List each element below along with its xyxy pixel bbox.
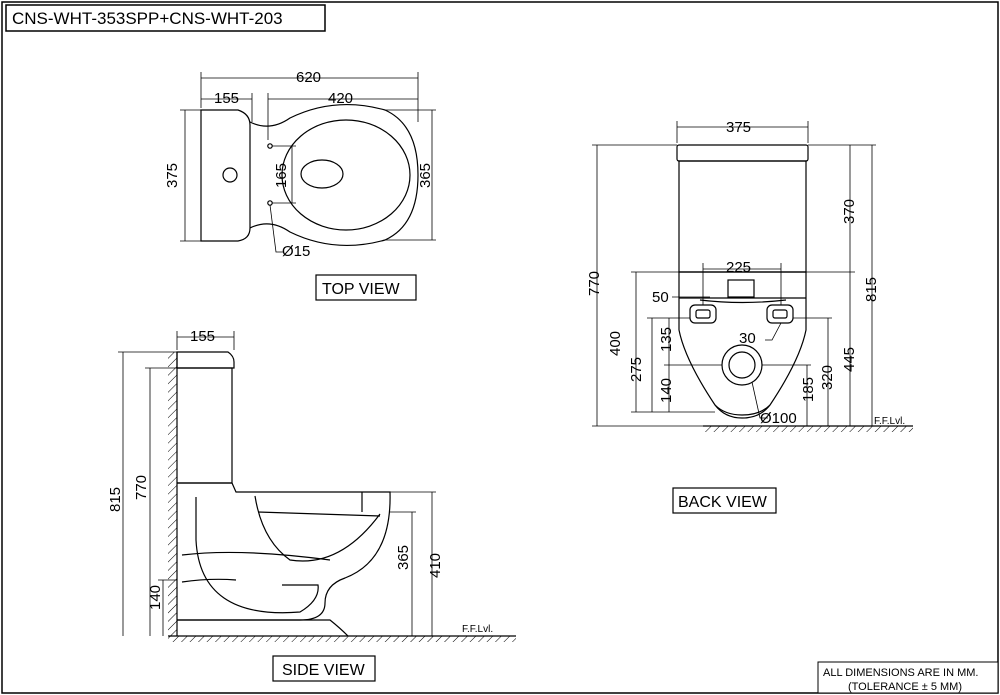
side-tank-lid	[176, 351, 235, 369]
dim-back-height-275: 275	[628, 357, 645, 382]
back-outlet-inner	[728, 351, 756, 379]
back-bowl-body	[678, 271, 807, 416]
note-line-2: (TOLERANCE ± 5 MM)	[848, 681, 962, 693]
side-bowl-body	[177, 482, 391, 621]
back-outlet-outer	[721, 344, 763, 386]
dim-back-slot-width: 50	[652, 289, 669, 306]
dim-side-overall-height: 815	[107, 487, 124, 512]
caption-back-view: BACK VIEW	[678, 494, 768, 511]
top-flush-button	[222, 167, 238, 183]
dimension-note: ALL DIMENSIONS ARE IN MM. (TOLERANCE ± 5…	[817, 661, 999, 694]
dim-top-bolt-spacing: 165	[273, 163, 290, 188]
back-view	[676, 144, 809, 419]
back-center-notch	[727, 279, 755, 298]
dim-back-tank-top-height: 770	[586, 271, 603, 296]
top-view-caption: TOP VIEW	[315, 274, 417, 301]
dim-top-bowl-width: 365	[417, 163, 434, 188]
back-floor	[703, 425, 913, 432]
dim-back-tank-width: 375	[726, 119, 751, 136]
side-view-dimensions	[118, 331, 436, 636]
dim-back-slot-size: 30	[739, 330, 756, 347]
side-base	[177, 619, 349, 637]
dim-back-overall-height: 815	[863, 277, 880, 302]
side-tank-body	[177, 367, 233, 484]
side-bowl-inner	[254, 495, 381, 562]
title-block: CNS-WHT-353SPP+CNS-WHT-203	[5, 4, 326, 32]
back-right-slot	[766, 304, 794, 324]
side-wall	[168, 352, 178, 637]
dim-side-outlet-height: 140	[147, 585, 164, 610]
top-view-dimensions	[180, 72, 436, 253]
top-tank-outline	[200, 109, 251, 242]
top-bolt-hole-lower	[267, 200, 273, 206]
side-floor	[168, 635, 516, 642]
side-view-labels: 155 815 770 140 365 410 F.F.Lvl.	[107, 328, 493, 635]
dim-side-tank-depth: 155	[190, 328, 215, 345]
dim-back-height-400: 400	[607, 331, 624, 356]
note-line-1: ALL DIMENSIONS ARE IN MM.	[823, 667, 978, 679]
side-view-caption: SIDE VIEW	[272, 655, 376, 682]
drawing-title: CNS-WHT-353SPP+CNS-WHT-203	[12, 9, 283, 28]
dim-top-bowl-length: 420	[328, 90, 353, 107]
back-view-dimensions	[592, 121, 876, 427]
back-view-labels: 375 770 370 815 225 50 30 400 135 275 14…	[586, 119, 905, 427]
dim-side-rim-height: 410	[427, 553, 444, 578]
dim-back-height-140: 140	[658, 378, 675, 403]
back-left-slot	[689, 304, 717, 324]
back-tank-lid	[676, 144, 809, 162]
top-seat-ring	[281, 119, 411, 231]
dim-back-height-445: 445	[841, 347, 858, 372]
caption-side-view: SIDE VIEW	[282, 662, 366, 679]
dim-top-tank-depth: 155	[214, 90, 239, 107]
top-view-labels: 620 155 420 375 365 165 Ø15	[164, 69, 434, 260]
dim-side-tank-top-height: 770	[133, 475, 150, 500]
caption-top-view: TOP VIEW	[322, 281, 401, 298]
back-view-caption: BACK VIEW	[672, 487, 777, 514]
dim-side-bowl-height: 365	[395, 545, 412, 570]
side-trapway	[195, 497, 319, 614]
top-bowl-outline	[249, 103, 419, 247]
dim-back-outlet-diameter: Ø100	[760, 410, 797, 427]
dim-back-bracket-spacing: 225	[726, 259, 751, 276]
dim-top-bolt-diameter: Ø15	[282, 243, 310, 260]
dim-top-width: 375	[164, 163, 181, 188]
top-view	[200, 103, 419, 247]
dim-back-height-135: 135	[658, 327, 675, 352]
dim-top-overall-length: 620	[296, 69, 321, 86]
side-floor-label: F.F.Lvl.	[462, 624, 493, 635]
dim-back-height-185: 185	[800, 377, 817, 402]
back-floor-label: F.F.Lvl.	[874, 416, 905, 427]
top-bolt-hole-upper	[267, 143, 273, 149]
side-view	[176, 351, 391, 637]
dim-back-height-320: 320	[819, 365, 836, 390]
dim-back-tank-height: 370	[841, 199, 858, 224]
back-tank-body	[678, 160, 807, 273]
top-bowl-opening	[300, 159, 344, 189]
